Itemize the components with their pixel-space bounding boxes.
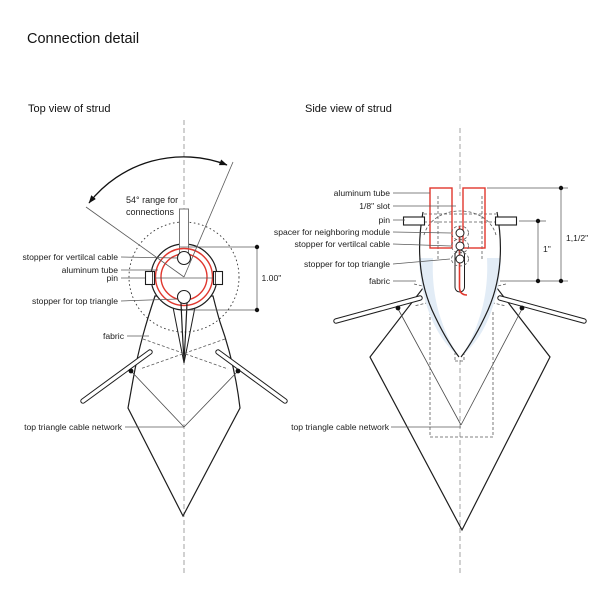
side-view-triangle-cable-right	[460, 306, 524, 426]
label-fabric: fabric	[103, 331, 125, 341]
side-view-body-edge-left	[418, 211, 460, 358]
side-view-fabric-wedge-right	[461, 258, 501, 357]
top-view-hidden-cable-right	[139, 338, 226, 370]
top-view-fabric-kite	[127, 295, 241, 518]
label-pin: pin	[379, 215, 391, 225]
leader-line	[392, 231, 452, 234]
side-view-fabric-wedge-left	[419, 258, 459, 357]
top-view-triangle-cable-left	[130, 370, 185, 428]
top-view-cable-tail-right	[183, 302, 188, 361]
leader-line	[392, 258, 451, 265]
dim-dot	[558, 185, 564, 191]
top-view-strut-right-core	[216, 350, 287, 403]
label-stopper-top-triangle: stopper for top triangle	[304, 259, 390, 269]
label-aluminum-tube: aluminum tube	[62, 265, 119, 275]
top-view-dimension-text: 1.00"	[262, 273, 282, 283]
top-view-stopper-vertical-cable	[176, 250, 192, 266]
top-view-range-circle	[128, 221, 240, 333]
top-view-pin-right	[212, 270, 224, 286]
range-note-line1: 54° range for	[126, 195, 178, 205]
range-note-line2: connections	[126, 207, 175, 217]
page-title: Connection detail	[27, 31, 139, 47]
side-view-pin-left	[402, 216, 426, 226]
side-view-hidden-dome-arc	[423, 210, 497, 236]
side-view-strut-right-core	[498, 296, 586, 323]
label-stopper-vertical-cable: stopper for vertilcal cable	[294, 239, 390, 249]
label-stopper-top-triangle: stopper for top triangle	[32, 296, 118, 306]
top-view-strut-left-core	[81, 350, 152, 403]
side-view-cable-node-left	[395, 305, 401, 311]
dim-dot	[254, 307, 260, 313]
side-view-aluminum-tube-right	[462, 187, 486, 249]
side-view-stopper-vertical-outline	[451, 238, 469, 254]
label-stopper-vertical-cable: stopper for vertilcal cable	[22, 252, 118, 262]
side-view-dimension-outer: 1,1/2"	[566, 233, 588, 243]
side-view-strut-left-core	[334, 296, 422, 323]
side-view-spacer-outline	[451, 225, 469, 241]
top-view-cable-node-right	[235, 368, 241, 374]
dim-dot	[535, 218, 541, 224]
dim-dot	[254, 244, 260, 250]
label-slot: 1/8" slot	[359, 201, 390, 211]
top-view-title: Top view of strud	[28, 103, 111, 115]
side-view-pin-right	[494, 216, 518, 226]
top-view-diagram: 54° range for connections 1.00" stopper …	[22, 120, 288, 575]
label-pin: pin	[107, 273, 119, 283]
top-view-cable-node-left	[128, 368, 134, 374]
side-view-stopper-top-triangle	[455, 254, 465, 264]
side-view-spacer	[455, 228, 465, 238]
label-fabric: fabric	[369, 276, 391, 286]
range-arc-arrow	[88, 156, 228, 204]
leader-line	[120, 256, 178, 259]
side-view-vertical-cable-hook	[458, 226, 468, 296]
label-cable-network: top triangle cable network	[24, 422, 123, 432]
top-view-triangle-cable-right	[183, 370, 239, 428]
side-view-stopper-vertical-cable	[455, 241, 465, 251]
top-view-stopper-top-triangle	[176, 289, 192, 305]
label-aluminum-tube: aluminum tube	[334, 188, 391, 198]
side-view-title: Side view of strud	[305, 103, 392, 115]
top-view-aluminum-tube-outer-ring	[154, 247, 214, 307]
leader-line	[120, 298, 179, 302]
side-view-diagram: 1" 1,1/2" aluminum tube 1/8" slot pin sp…	[274, 128, 588, 575]
top-view-pin-left	[144, 270, 156, 286]
side-view-aluminum-tube-left	[429, 187, 453, 249]
label-spacer: spacer for neighboring module	[274, 227, 390, 237]
side-view-body-edge-right	[460, 211, 502, 358]
leader-line	[392, 243, 452, 247]
top-view-range-line-left	[85, 206, 185, 278]
side-view-stopper-triangle-outline	[451, 251, 469, 267]
side-view-fabric-kite	[369, 239, 551, 532]
side-view-triangle-cable-left	[396, 306, 462, 426]
label-cable-network: top triangle cable network	[291, 422, 390, 432]
dim-dot	[535, 278, 541, 284]
side-view-cable-node-right	[519, 305, 525, 311]
side-view-dimension-inner: 1"	[543, 244, 551, 254]
top-view-hidden-cable-left	[142, 338, 229, 370]
dim-dot	[558, 278, 564, 284]
